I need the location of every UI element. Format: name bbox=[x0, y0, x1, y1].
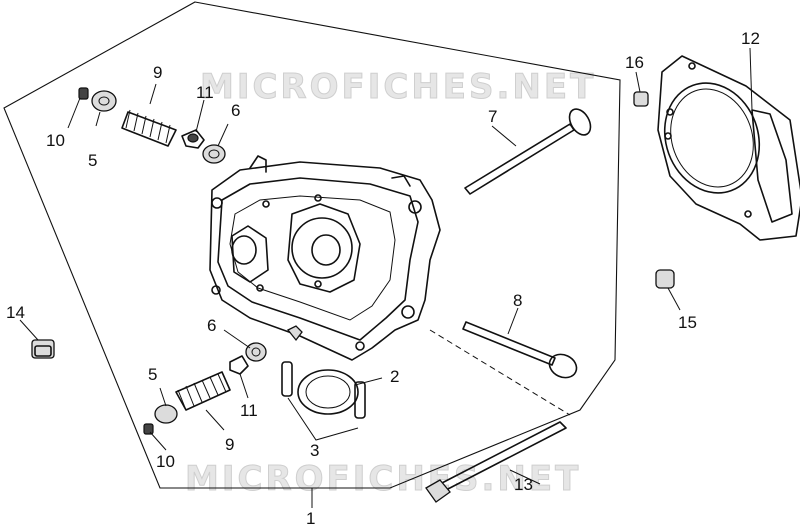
bolt-13 bbox=[425, 421, 567, 503]
callout-15: 15 bbox=[678, 313, 697, 332]
dowel-16 bbox=[633, 91, 649, 107]
callout-2: 2 bbox=[390, 367, 399, 386]
callout-14: 14 bbox=[6, 303, 25, 322]
callout-5-top: 5 bbox=[88, 151, 97, 170]
callout-12: 12 bbox=[741, 29, 760, 48]
valve-7 bbox=[464, 108, 592, 195]
callout-6-top: 6 bbox=[231, 101, 240, 120]
callout-8: 8 bbox=[513, 291, 522, 310]
callout-11-top: 11 bbox=[196, 83, 214, 102]
ring-gasket-2 bbox=[297, 369, 359, 415]
assembly-frame bbox=[3, 1, 621, 489]
cylinder-head bbox=[209, 155, 441, 361]
callout-3: 3 bbox=[310, 441, 319, 460]
valve-train-bottom bbox=[143, 342, 267, 435]
callout-9-top: 9 bbox=[153, 63, 162, 82]
callout-13: 13 bbox=[514, 475, 533, 494]
dowel-15 bbox=[655, 269, 675, 289]
callout-9-bottom: 9 bbox=[225, 435, 234, 454]
callout-5-bottom: 5 bbox=[148, 365, 157, 384]
alignment-line bbox=[429, 329, 571, 416]
watermark-top: MICROFICHES.NET bbox=[200, 67, 596, 107]
callout-16: 16 bbox=[625, 53, 644, 72]
watermark-bottom: MICROFICHES.NET bbox=[185, 459, 581, 499]
dowels-3 bbox=[281, 361, 366, 419]
head-gasket bbox=[657, 55, 800, 241]
callouts: 1 2 3 5 5 6 6 7 8 9 9 10 10 11 11 12 13 … bbox=[6, 29, 760, 526]
callout-11-bottom: 11 bbox=[240, 401, 258, 420]
callout-6-bottom: 6 bbox=[207, 316, 216, 335]
valve-8 bbox=[462, 321, 578, 379]
leader-lines bbox=[19, 47, 753, 508]
plug-14 bbox=[31, 339, 55, 359]
callout-10-bottom: 10 bbox=[156, 452, 175, 471]
callout-1: 1 bbox=[306, 509, 315, 526]
callout-10-top: 10 bbox=[46, 131, 65, 150]
valve-train-top bbox=[78, 87, 226, 164]
callout-7: 7 bbox=[488, 107, 497, 126]
